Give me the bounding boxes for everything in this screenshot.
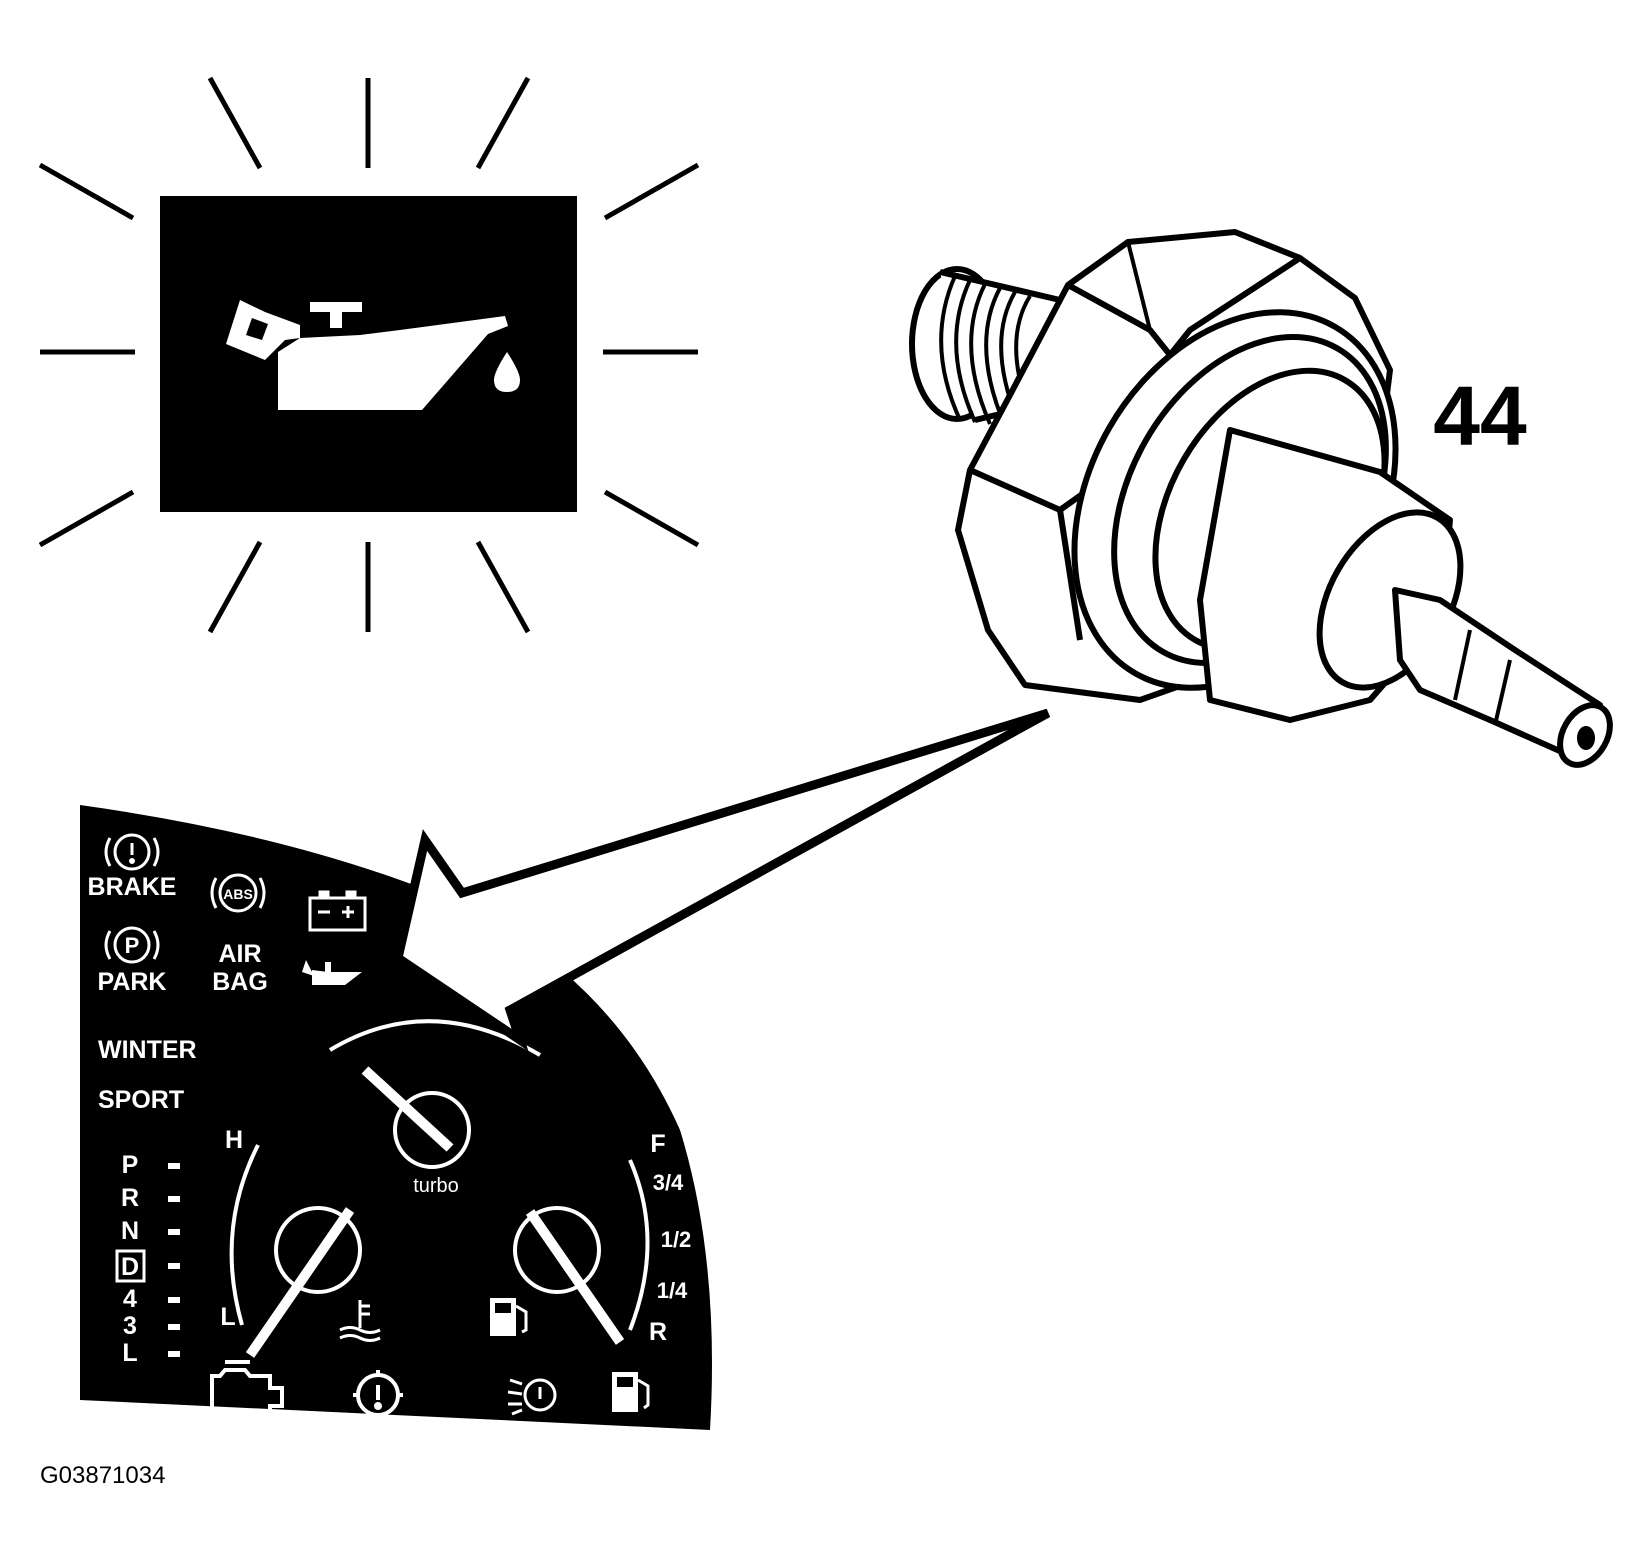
park-icon-letter: P bbox=[125, 933, 140, 958]
coolant-temp-icon bbox=[339, 1300, 381, 1342]
oil-pressure-indicator-icon bbox=[302, 960, 362, 985]
battery-icon bbox=[308, 890, 367, 932]
instrument-cluster: BRAKE P PARK ABS AIR BAG WINTER SPORT bbox=[80, 805, 712, 1430]
fuel-gauge bbox=[513, 1159, 650, 1345]
transmission-warning-icon bbox=[353, 1370, 403, 1420]
abs-label: ABS bbox=[223, 886, 253, 902]
gear-dashes bbox=[168, 1163, 180, 1357]
gear-r: R bbox=[121, 1184, 139, 1212]
gear-4: 4 bbox=[123, 1285, 137, 1313]
temperature-gauge bbox=[229, 1144, 362, 1358]
winter-mode-label: WINTER bbox=[98, 1036, 197, 1064]
gear-indicator: P R N D 4 3 L bbox=[115, 1151, 180, 1367]
airbag-label-line1: AIR bbox=[218, 940, 261, 968]
brake-label: BRAKE bbox=[88, 873, 177, 901]
fuel-full-label: F bbox=[650, 1130, 665, 1158]
oil-can-icon bbox=[226, 300, 520, 410]
park-brake-icon bbox=[104, 926, 160, 964]
fuel-pump-icon bbox=[490, 1298, 528, 1336]
bulb-failure-icon bbox=[507, 1378, 557, 1416]
part-number-label: 44 bbox=[1433, 369, 1527, 463]
flash-rays bbox=[38, 76, 700, 634]
brake-icon bbox=[104, 833, 160, 871]
figure-id-label: G03871034 bbox=[40, 1462, 165, 1489]
temp-low-label: L bbox=[220, 1303, 235, 1331]
oil-warning-light bbox=[38, 76, 700, 634]
check-engine-icon bbox=[210, 1360, 284, 1422]
oil-pressure-switch bbox=[909, 229, 1613, 768]
abs-icon bbox=[210, 873, 266, 913]
low-fuel-icon bbox=[612, 1372, 650, 1412]
gear-d: D bbox=[121, 1253, 139, 1281]
fuel-half-label: 1/2 bbox=[661, 1227, 692, 1252]
turbo-label: turbo bbox=[413, 1175, 459, 1197]
temp-high-label: H bbox=[225, 1126, 243, 1154]
park-label: PARK bbox=[98, 968, 167, 996]
pointer-arrow bbox=[392, 708, 1051, 1052]
fuel-three-quarter-label: 3/4 bbox=[653, 1170, 684, 1195]
fuel-quarter-label: 1/4 bbox=[657, 1278, 688, 1303]
gear-l: L bbox=[122, 1339, 137, 1367]
turbo-gauge bbox=[328, 1019, 542, 1169]
gear-p: P bbox=[122, 1151, 139, 1179]
airbag-label-line2: BAG bbox=[212, 968, 268, 996]
gear-3: 3 bbox=[123, 1312, 137, 1340]
fuel-reserve-label: R bbox=[649, 1318, 667, 1346]
sport-mode-label: SPORT bbox=[98, 1086, 184, 1114]
gear-n: N bbox=[121, 1217, 139, 1245]
